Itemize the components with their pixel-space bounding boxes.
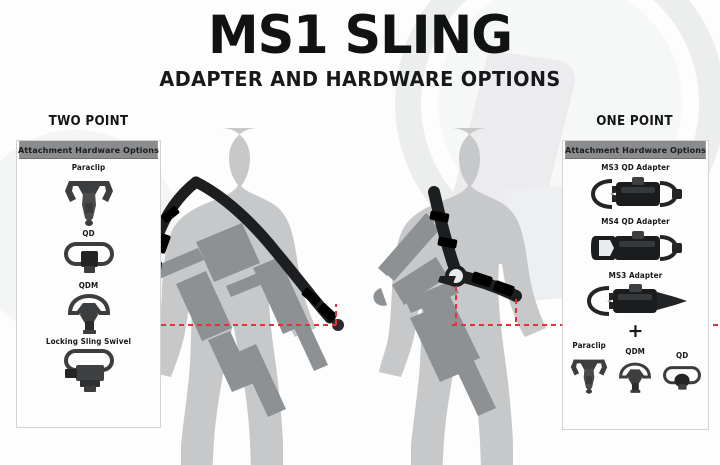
two-point-panel-body: Paraclip QD — [17, 159, 160, 397]
two-point-panel-header: Attachment Hardware Options — [18, 141, 159, 159]
hardware-label: MS4 QD Adapter — [601, 217, 670, 226]
one-point-heading: ONE POINT — [596, 114, 673, 129]
hardware-label: Locking Sling Swivel — [45, 337, 132, 346]
hardware-item-qdm[interactable]: QDM — [612, 347, 658, 397]
hardware-item-qd[interactable]: QD — [659, 351, 705, 397]
one-point-options-panel: Attachment Hardware Options MS3 QD Adapt… — [562, 140, 709, 430]
two-point-heading: TWO POINT — [48, 114, 129, 129]
ms3-adapter-icon — [586, 284, 687, 316]
plus-combiner: + — [627, 320, 644, 342]
hardware-label: MS3 QD Adapter — [601, 163, 670, 172]
one-point-sling-figure — [373, 128, 546, 465]
hardware-item-ms3-qd-adapter[interactable]: MS3 QD Adapter — [563, 163, 708, 215]
hardware-label: QDM — [78, 281, 99, 290]
qd-swivel-icon — [662, 366, 701, 390]
one-point-panel-header: Attachment Hardware Options — [565, 141, 706, 159]
hardware-item-paraclip[interactable]: Paraclip — [17, 163, 160, 227]
qd-swivel-icon — [63, 242, 114, 273]
hardware-label: Paraclip — [71, 163, 106, 172]
page-subtitle: ADAPTER AND HARDWARE OPTIONS — [159, 67, 561, 91]
hardware-label: Paraclip — [572, 341, 606, 350]
hardware-item-qdm[interactable]: QDM — [17, 281, 160, 335]
one-point-sub-items-row: Paraclip QDM — [563, 341, 708, 397]
two-point-options-panel: Attachment Hardware Options Paraclip QD — [16, 140, 161, 428]
hardware-label: QD — [675, 351, 688, 360]
qdm-icon — [619, 362, 652, 393]
paraclip-icon — [64, 181, 113, 226]
hardware-item-ms3-adapter[interactable]: MS3 Adapter — [563, 271, 708, 321]
hardware-item-qd[interactable]: QD — [17, 229, 160, 279]
hardware-item-ms4-qd-adapter[interactable]: MS4 QD Adapter — [563, 217, 708, 269]
one-point-panel-body: MS3 QD Adapter MS4 QD Adapter — [563, 159, 708, 397]
page-title: MS1 SLING — [207, 5, 513, 66]
locking-sling-swivel-icon — [63, 349, 114, 392]
two-point-sling-figure — [136, 128, 344, 465]
qdm-icon — [67, 293, 110, 334]
title-block: MS1 SLING ADAPTER AND HARDWARE OPTIONS — [0, 5, 720, 91]
hardware-item-locking-sling-swivel[interactable]: Locking Sling Swivel — [17, 337, 160, 397]
hardware-label: QD — [82, 229, 95, 238]
hardware-item-paraclip[interactable]: Paraclip — [566, 341, 612, 397]
ms3-qd-adapter-icon — [590, 177, 682, 209]
paraclip-icon — [570, 359, 608, 394]
ms4-qd-adapter-icon — [590, 231, 682, 261]
hardware-label: QDM — [625, 347, 646, 356]
hardware-label: MS3 Adapter — [608, 271, 663, 280]
